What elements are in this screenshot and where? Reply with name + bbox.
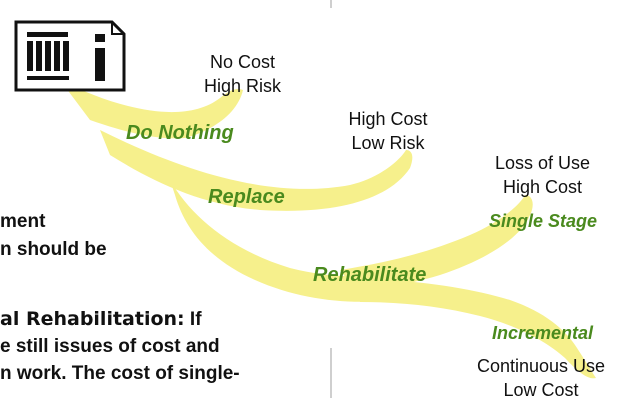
branch-label-single-stage: Single Stage — [489, 211, 598, 231]
outcome-incremental-line2: Low Cost — [503, 380, 579, 400]
outcome-do-nothing-line2: High Risk — [203, 76, 282, 96]
branch-label-do-nothing: Do Nothing — [126, 122, 234, 144]
body-text-line5: n work. The cost of single- — [0, 363, 240, 384]
branch-do-nothing — [60, 80, 243, 139]
outcome-single-stage-line1: Loss of Use — [494, 153, 591, 173]
bottom-divider-rule — [330, 348, 332, 398]
branch-incremental — [350, 278, 596, 379]
body-text-line2: n should be — [0, 239, 107, 260]
branch-label-rehabilitate: Rehabilitate — [313, 264, 427, 286]
body-text-line3-rest: If — [184, 309, 202, 330]
outcome-single-stage-line2: High Cost — [502, 177, 583, 197]
outcome-single-stage: Loss of Use High Cost — [480, 151, 605, 199]
building-icon — [14, 20, 126, 92]
branch-label-incremental: Incremental — [492, 323, 594, 343]
outcome-incremental: Continuous Use Low Cost — [466, 354, 616, 402]
branch-replace — [100, 130, 413, 211]
outcome-do-nothing: No Cost High Risk — [185, 50, 300, 98]
outcome-replace: High Cost Low Risk — [328, 107, 448, 155]
outcome-replace-line2: Low Risk — [351, 133, 425, 153]
top-divider-rule — [330, 0, 332, 8]
branch-single-stage — [340, 195, 533, 290]
branch-shapes — [60, 80, 596, 379]
body-text-line3: al Rehabilitation: If — [0, 308, 202, 331]
body-text-heading: al Rehabilitation: — [0, 308, 185, 330]
outcome-replace-line1: High Cost — [348, 109, 428, 129]
body-text-line1: ment — [0, 211, 46, 232]
outcome-incremental-line1: Continuous Use — [476, 356, 606, 376]
outcome-do-nothing-line1: No Cost — [209, 52, 276, 72]
branch-label-replace: Replace — [208, 186, 285, 208]
body-text-line4: e still issues of cost and — [0, 336, 220, 357]
